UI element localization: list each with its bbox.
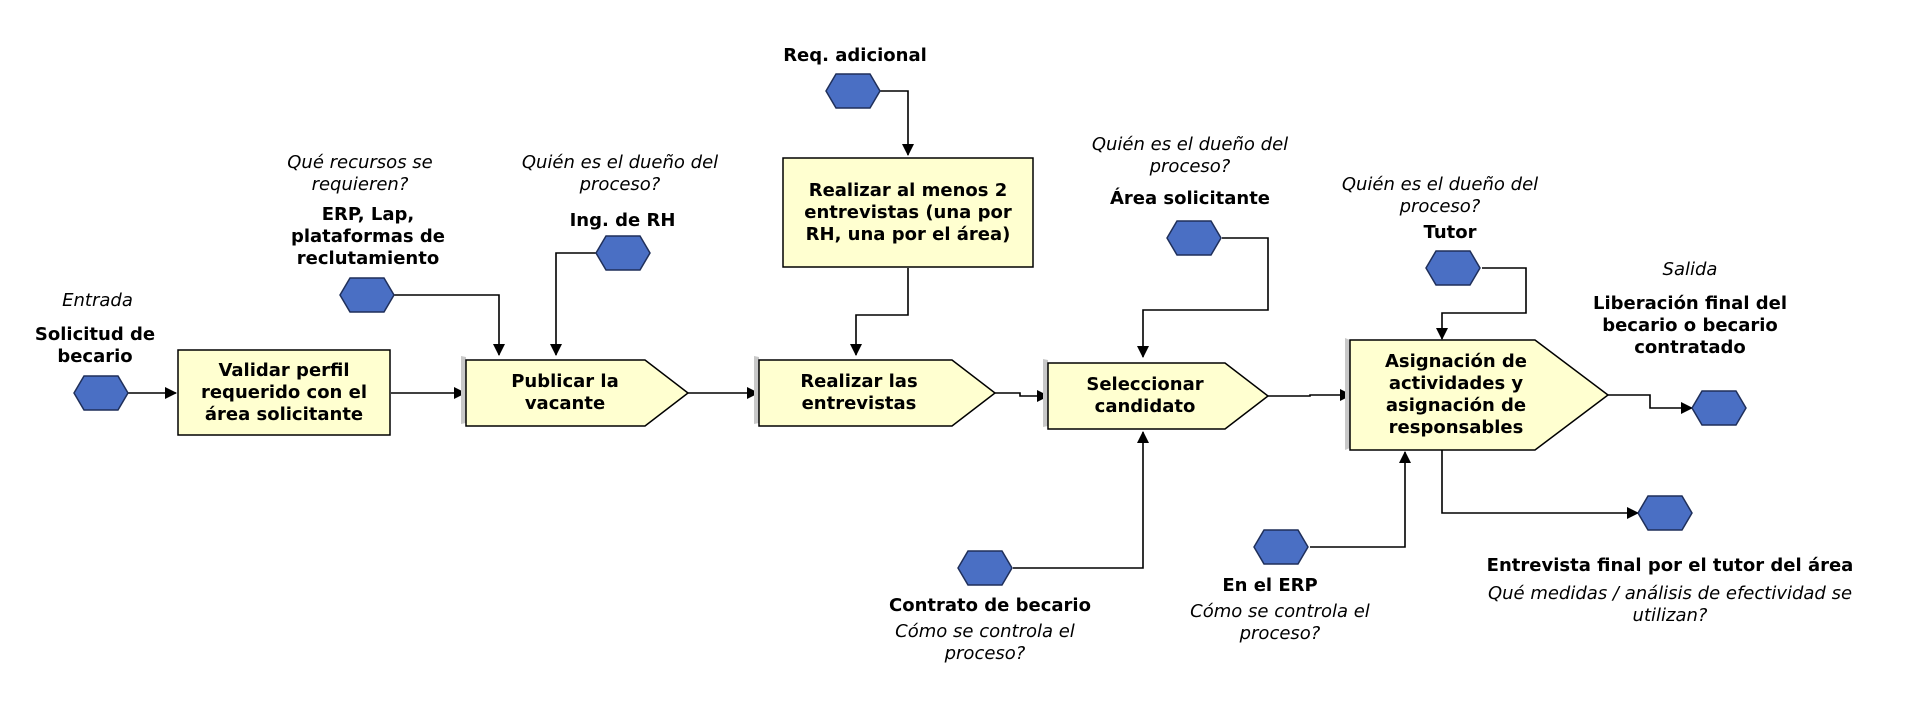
req-adicional-label: Req. adicional: [783, 45, 927, 66]
owner-question-1: Quién es el dueño del proceso?: [521, 152, 719, 195]
event-area-icon: [1166, 220, 1222, 256]
process-steps: [177, 157, 1610, 451]
tutor-label: Tutor: [1423, 222, 1477, 243]
step-publicar-label: Publicar la vacante: [511, 371, 619, 414]
step-asignacion-shape: [1349, 339, 1610, 451]
event-req-adicional-icon: [825, 73, 881, 109]
step-seleccionar-shape: [1047, 362, 1270, 430]
event-erp-icon: [1253, 529, 1309, 565]
event-ingrh-icon: [595, 235, 651, 271]
connector-asignacion-salida: [1608, 394, 1693, 414]
step-seleccionar-shadow: [1043, 359, 1048, 427]
step-realizar-shape: [758, 359, 997, 427]
entrada-label: Entrada: [62, 290, 133, 311]
connector-ingrh-publicar: [550, 252, 600, 356]
step-asignacion-label: Asignación de actividades y asignación d…: [1384, 351, 1528, 438]
solicitud-label: Solicitud de becario: [34, 324, 156, 367]
step-asignacion-shadow: [1345, 338, 1350, 450]
control-question-2: Cómo se controla el proceso?: [1190, 601, 1370, 644]
recursos-label: ERP, Lap, plataformas de reclutamiento: [290, 204, 445, 269]
ing-rh-label: Ing. de RH: [569, 210, 676, 231]
event-recursos-icon: [339, 277, 395, 313]
event-solicitud-icon: [73, 375, 129, 411]
step-realizar-menos2-label: Realizar al menos 2 entrevistas (una por…: [804, 179, 1012, 245]
contrato-label: Contrato de becario: [889, 595, 1091, 616]
connector-erp-asignacion: [1310, 451, 1411, 548]
step-realizar-menos2-shape: [782, 157, 1034, 268]
step-validar-shape: [177, 349, 391, 436]
step-publicar-shape: [465, 359, 690, 427]
en-erp-label: En el ERP: [1222, 575, 1318, 596]
step-validar-label: Validar perfil requerido con el área sol…: [200, 359, 368, 425]
connector-seleccionar-asignacion: [1268, 389, 1352, 401]
step-seleccionar-label: Seleccionar candidato: [1086, 374, 1204, 417]
connector-tutor-asignacion: [1436, 267, 1527, 340]
medidas-question: Qué medidas / análisis de efectividad se…: [1487, 583, 1853, 626]
entrevista-final-label: Entrevista final por el tutor del área: [1486, 555, 1854, 576]
event-contrato-icon: [957, 550, 1013, 586]
liberacion-label: Liberación final del becario o becario c…: [1592, 293, 1788, 358]
recursos-question: Qué recursos se requieren?: [287, 152, 433, 195]
step-realizar-shadow: [754, 356, 759, 424]
event-salida-icon: [1691, 390, 1747, 426]
connector-asignacion-entrevista: [1441, 450, 1639, 519]
control-question-1: Cómo se controla el proceso?: [895, 621, 1075, 664]
area-solicitante-label: Área solicitante: [1109, 188, 1271, 209]
connector-recursos-publicar: [394, 294, 505, 356]
event-tutor-icon: [1425, 250, 1481, 286]
connector-contrato-seleccionar: [1013, 431, 1149, 569]
event-entrevista-final-icon: [1637, 495, 1693, 531]
salida-label: Salida: [1662, 259, 1718, 280]
owner-question-2: Quién es el dueño del proceso?: [1091, 134, 1289, 177]
events: [73, 73, 1747, 586]
connector-realizar-seleccionar: [995, 390, 1049, 402]
step-publicar-shadow: [461, 356, 466, 424]
connector-area-seleccionar: [1137, 237, 1269, 358]
owner-question-3: Quién es el dueño del proceso?: [1341, 174, 1539, 217]
step-realizar-label: Realizar las entrevistas: [800, 371, 918, 414]
connector-box-realizar: [850, 268, 909, 356]
